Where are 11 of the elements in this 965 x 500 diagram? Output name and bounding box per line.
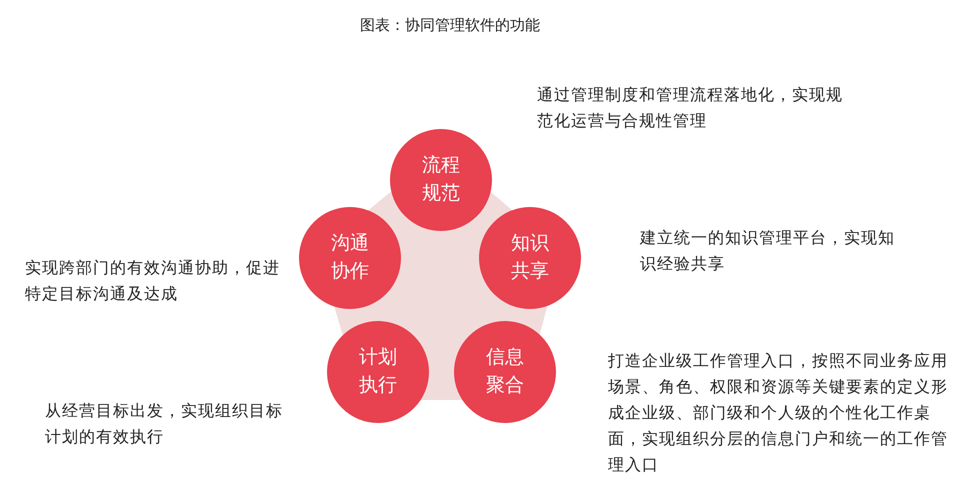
- feature-name: 信息聚合: [484, 345, 525, 398]
- feature-description: 从经营目标出发，实现组织目标计划的有效执行: [45, 400, 284, 448]
- feature-description: 建立统一的知识管理平台，实现知识经验共享: [640, 227, 896, 275]
- feature-name: 沟通协作: [330, 231, 370, 284]
- feature-name: 流程规范: [420, 153, 461, 206]
- feature-description: 打造企业级工作管理入口，按照不同业务应用场景、角色、权限和资源等关键要素的定义形成企业级、部门级和个人级的个性化工作桌面，实现组织分层的信息门户和统一的工作管理入口: [608, 350, 948, 476]
- feature-name: 知识共享: [510, 231, 550, 284]
- chart-title: 图表：协同管理软件的功能: [360, 15, 540, 36]
- feature-description: 通过管理制度和管理流程落地化，实现规范化运营与合规性管理: [537, 84, 844, 132]
- feature-name: 计划执行: [358, 345, 398, 398]
- feature-description: 实现跨部门的有效沟通协助，促进特定目标沟通及达成: [25, 257, 281, 305]
